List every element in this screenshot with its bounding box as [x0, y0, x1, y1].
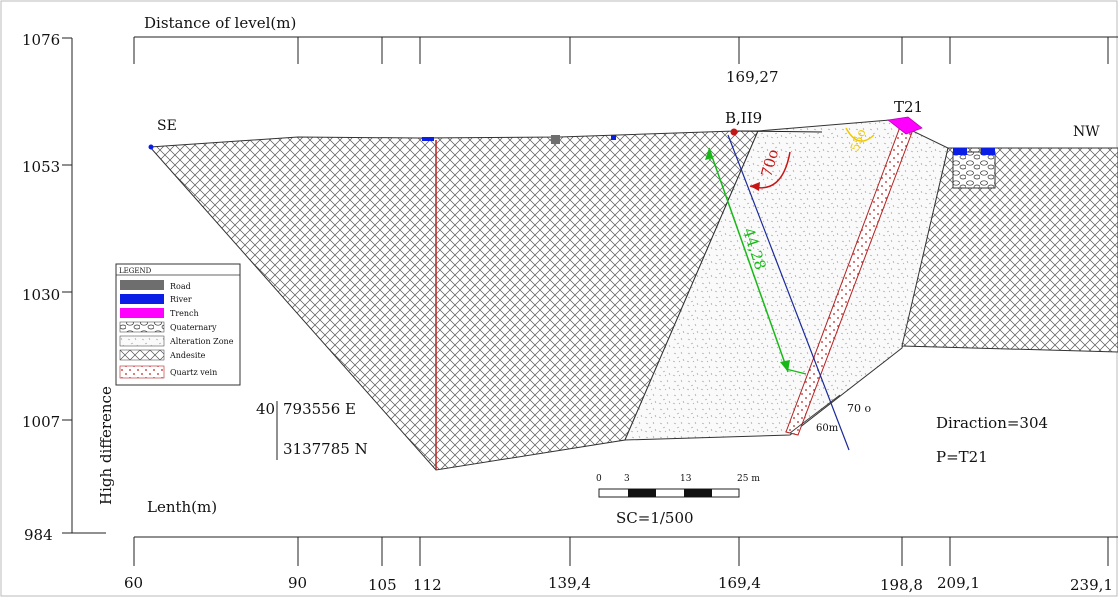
legend-swatch-trench: [120, 308, 164, 318]
surface-line: [734, 130, 823, 133]
thickness-arrow-top: [705, 148, 713, 160]
scale-tick: 3: [624, 474, 630, 484]
legend-swatch-road: [120, 280, 164, 290]
x-tick: 169,4: [718, 574, 761, 592]
y-tick: 1076: [22, 31, 60, 49]
end-label-nw: NW: [1073, 124, 1100, 140]
river-marker: [148, 144, 154, 150]
thickness-cap: [785, 368, 807, 375]
trench-label: T21: [894, 98, 923, 116]
x-tick: 209,1: [937, 574, 980, 592]
scale-tick: 25 m: [737, 474, 760, 484]
y-axis-label: High difference: [97, 386, 115, 505]
thickness-line: [708, 147, 789, 373]
river-marker: [981, 148, 995, 155]
yellow-angle-arc: [845, 127, 875, 142]
x-tick: 139,4: [548, 574, 591, 592]
legend-label: Quartz vein: [170, 368, 217, 377]
scale-bar: 0 3 13 25 m SC=1/500: [596, 474, 760, 527]
y-tick: 1007: [22, 413, 60, 431]
coordinates-block: 40 793556 E 3137785 N: [256, 400, 368, 460]
borehole-label: B,II9: [725, 109, 762, 127]
river-marker: [953, 148, 967, 155]
point-label: P=T21: [936, 448, 988, 466]
legend-label: Andesite: [169, 351, 206, 360]
direction-label: Diraction=304: [936, 414, 1048, 432]
trench-marker: [887, 116, 923, 135]
distance-axis-label: Distance of level(m): [144, 14, 296, 32]
legend-title: LEGEND: [119, 267, 152, 275]
lower-angle-label: 70 o: [847, 402, 871, 415]
legend-label: River: [170, 295, 192, 304]
legend-label: Quaternary: [170, 323, 217, 332]
scale-label: SC=1/500: [616, 509, 694, 527]
borehole-marker: [730, 128, 738, 136]
legend-label: Alteration Zone: [169, 337, 234, 346]
borehole-axis-line: [727, 134, 850, 451]
quaternary-block: [952, 151, 996, 189]
angle-guide: [789, 394, 841, 434]
x-tick: 198,8: [880, 576, 923, 594]
legend-swatch-alteration: [119, 335, 165, 347]
x-tick: 105: [368, 576, 397, 594]
angle-arc-arrow: [750, 182, 760, 191]
lower-depth-label: 60m: [816, 423, 839, 434]
distance-value: 169,27: [726, 68, 779, 86]
legend-swatch-quaternary: [119, 321, 165, 333]
x-tick: 112: [413, 576, 442, 594]
river-marker: [422, 137, 434, 141]
x-tick: 60: [124, 574, 143, 592]
andesite-body-right: [901, 147, 1118, 353]
y-tick: 1053: [22, 158, 60, 176]
legend-swatch-quartz: [119, 365, 165, 379]
end-label-se: SE: [157, 118, 177, 134]
coord-zone: 40: [256, 400, 275, 418]
coord-easting: 793556 E: [283, 400, 356, 418]
legend-swatch-andesite: [119, 349, 165, 361]
legend-label: Trench: [170, 309, 199, 318]
scale-tick: 13: [680, 474, 692, 484]
legend-label: Road: [170, 282, 191, 291]
y-tick: 1030: [22, 286, 60, 304]
x-tick: 90: [288, 574, 307, 592]
legend-swatch-river: [120, 294, 164, 304]
legend: LEGEND Road River Trench Quaternary Alte…: [115, 263, 241, 386]
coord-northing: 3137785 N: [283, 440, 368, 458]
road-marker: [551, 135, 560, 144]
scale-tick: 0: [596, 474, 602, 484]
river-marker: [611, 135, 616, 140]
x-tick: 239,1: [1070, 576, 1113, 594]
x-axis-label: Lenth(m): [147, 498, 217, 516]
y-tick: 984: [24, 526, 53, 544]
